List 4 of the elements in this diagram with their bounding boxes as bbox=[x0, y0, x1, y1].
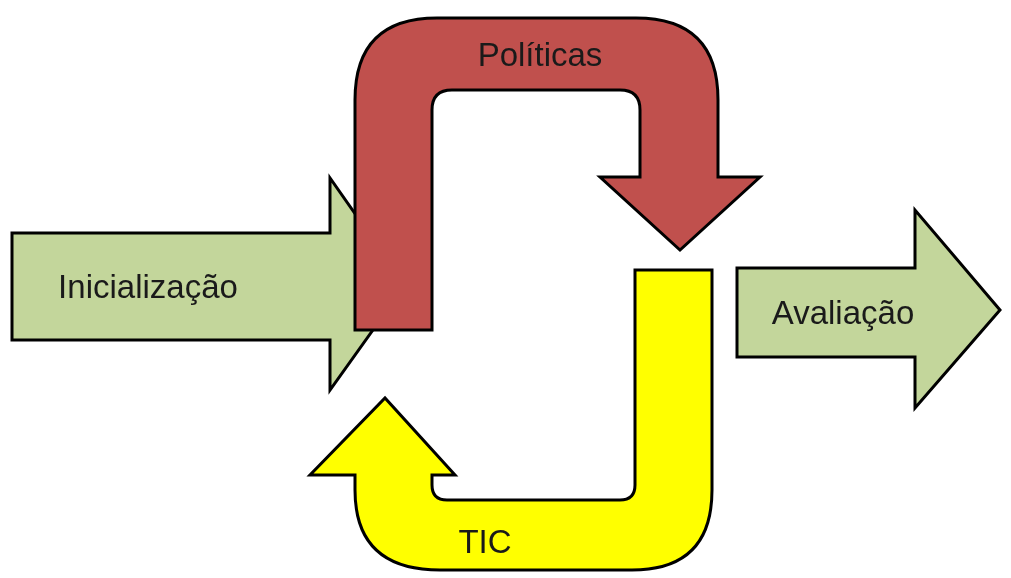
arrow-label: Políticas bbox=[477, 36, 603, 74]
arrow-label: Avaliação bbox=[771, 294, 915, 332]
arrow-label: Inicialização bbox=[58, 268, 238, 306]
arrow-label: TIC bbox=[458, 523, 512, 561]
